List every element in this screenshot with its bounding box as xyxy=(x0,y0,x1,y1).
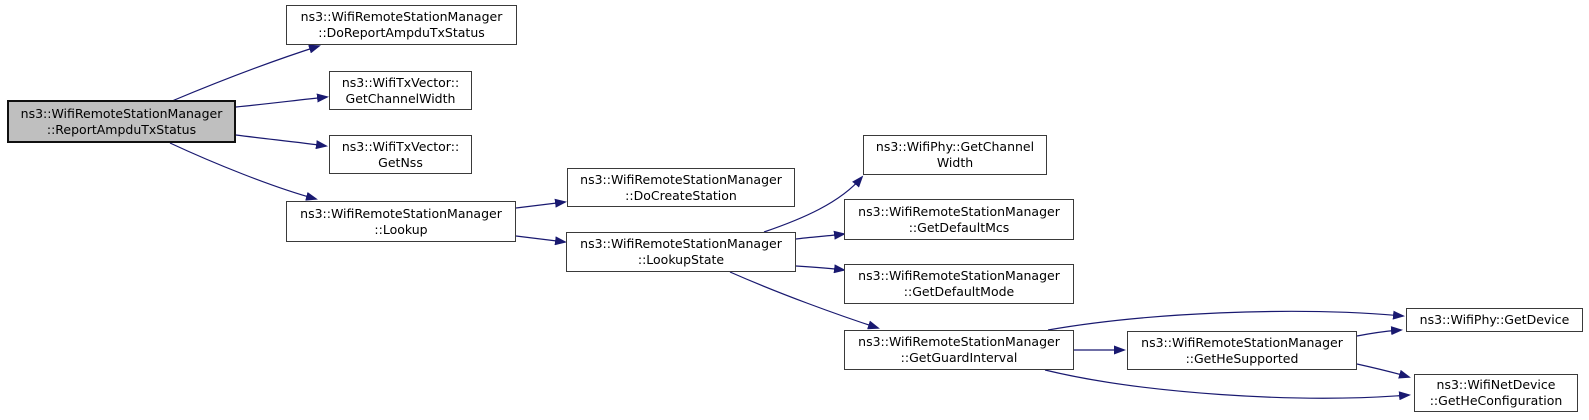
graph-node-WifiTxVector_GetNss[interactable]: ns3::WifiTxVector::GetNss xyxy=(329,135,472,174)
edge-Lookup-to-LookupState xyxy=(515,235,567,246)
graph-node-label-line: ns3::WifiPhy::GetChannel xyxy=(875,139,1035,154)
graph-node-DoReportAmpduTxStatus[interactable]: ns3::WifiRemoteStationManager::DoReportA… xyxy=(286,5,517,45)
graph-node-DoCreateStation[interactable]: ns3::WifiRemoteStationManager::DoCreateS… xyxy=(567,168,795,207)
graph-node-GetDefaultMcs[interactable]: ns3::WifiRemoteStationManager::GetDefaul… xyxy=(844,199,1074,240)
graph-node-label-line: ns3::WifiRemoteStationManager xyxy=(300,9,503,24)
graph-node-label-line: ::DoCreateStation xyxy=(625,187,737,203)
graph-node-label-line: ::DoReportAmpduTxStatus xyxy=(318,25,485,40)
edge-ReportAmpduTxStatus-to-WifiTxVector_GetChannelWidth xyxy=(235,93,329,108)
edge-GetHeSupported-to-WifiNetDevice_GetHeConfiguration xyxy=(1356,363,1411,379)
edge-GetGuardInterval-to-WifiPhy_GetDevice xyxy=(1047,310,1405,331)
graph-node-label-line: Width xyxy=(936,155,974,170)
graph-node-label-line: ::Lookup xyxy=(374,221,428,237)
graph-node-label-line: ns3::WifiRemoteStationManager xyxy=(580,171,782,187)
graph-node-label-line: ns3::WifiTxVector:: xyxy=(341,74,460,90)
graph-node-label-line: ::LookupState xyxy=(637,252,725,267)
edge-GetHeSupported-to-WifiPhy_GetDevice xyxy=(1356,326,1403,337)
graph-node-WifiNetDevice_GetHeConfiguration[interactable]: ns3::WifiNetDevice::GetHeConfiguration xyxy=(1414,374,1578,412)
graph-node-label-line: ns3::WifiTxVector:: xyxy=(341,138,460,154)
graph-node-label-line: GetChannelWidth xyxy=(345,90,456,106)
graph-node-LookupState[interactable]: ns3::WifiRemoteStationManager::LookupSta… xyxy=(566,232,796,272)
graph-node-label-line: ns3::WifiRemoteStationManager xyxy=(858,203,1060,219)
edge-LookupState-to-GetGuardInterval xyxy=(729,271,880,330)
graph-node-Lookup[interactable]: ns3::WifiRemoteStationManager::Lookup xyxy=(286,201,516,242)
graph-node-GetDefaultMode[interactable]: ns3::WifiRemoteStationManager::GetDefaul… xyxy=(844,264,1074,304)
graph-node-label-line: ns3::WifiRemoteStationManager xyxy=(1141,334,1343,350)
graph-node-label-line: ::GetDefaultMode xyxy=(903,284,1015,299)
graph-node-ReportAmpduTxStatus: ns3::WifiRemoteStationManager::ReportAmp… xyxy=(7,100,236,143)
edge-Lookup-to-DoCreateStation xyxy=(515,198,567,209)
graph-node-label-line: GetNss xyxy=(378,154,423,170)
graph-node-label-line: ::GetHeSupported xyxy=(1185,350,1299,366)
graph-node-label-line: ::GetDefaultMcs xyxy=(908,219,1010,235)
graph-node-label-line: ns3::WifiRemoteStationManager xyxy=(858,268,1060,283)
graph-node-label-line: ns3::WifiRemoteStationManager xyxy=(858,334,1060,349)
graph-node-WifiTxVector_GetChannelWidth[interactable]: ns3::WifiTxVector::GetChannelWidth xyxy=(329,71,472,110)
graph-node-label-line: ns3::WifiRemoteStationManager xyxy=(580,236,782,251)
edge-ReportAmpduTxStatus-to-Lookup xyxy=(169,142,318,201)
edge-LookupState-to-GetDefaultMode xyxy=(795,264,846,274)
graph-node-GetHeSupported[interactable]: ns3::WifiRemoteStationManager::GetHeSupp… xyxy=(1127,331,1357,370)
graph-node-label-line: ::ReportAmpduTxStatus xyxy=(46,121,197,137)
graph-node-WifiPhy_GetDevice[interactable]: ns3::WifiPhy::GetDevice xyxy=(1406,308,1583,332)
graph-node-GetGuardInterval[interactable]: ns3::WifiRemoteStationManager::GetGuardI… xyxy=(844,330,1074,370)
edge-LookupState-to-WifiPhy_GetChannelWidth xyxy=(763,175,864,233)
graph-node-label-line: ns3::WifiNetDevice xyxy=(1436,377,1556,392)
graph-node-label-line: ::GetHeConfiguration xyxy=(1429,393,1563,408)
graph-node-label-line: ::GetGuardInterval xyxy=(900,350,1018,365)
edge-ReportAmpduTxStatus-to-WifiTxVector_GetNss xyxy=(235,134,328,150)
edge-ReportAmpduTxStatus-to-DoReportAmpduTxStatus xyxy=(171,44,321,102)
edge-GetGuardInterval-to-WifiNetDevice_GetHeConfiguration xyxy=(1044,369,1411,401)
graph-node-label-line: ns3::WifiPhy::GetDevice xyxy=(1419,312,1570,327)
edge-LookupState-to-GetDefaultMcs xyxy=(795,230,846,240)
graph-node-label-line: ns3::WifiRemoteStationManager xyxy=(300,205,502,221)
graph-node-label-line: ns3::WifiRemoteStationManager xyxy=(20,105,223,121)
